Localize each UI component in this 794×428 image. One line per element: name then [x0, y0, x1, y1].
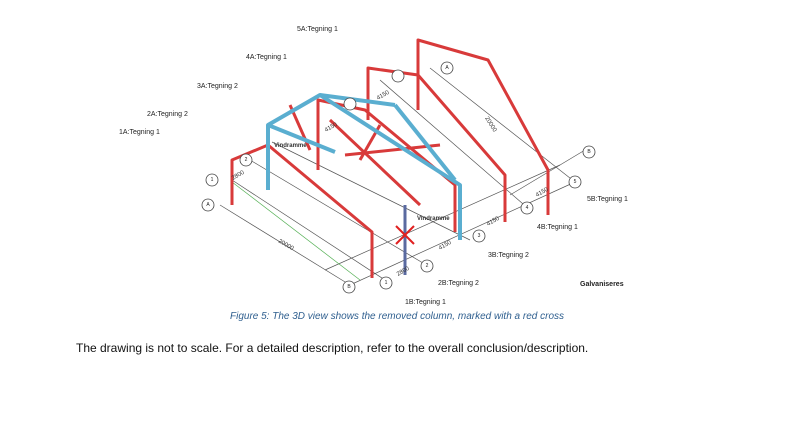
- dim-bay-3: 4150: [486, 216, 501, 228]
- bubble-2-left: 2: [245, 157, 248, 163]
- bubble-2-bottom: 2: [426, 263, 429, 269]
- label-4a: 4A:Tegning 1: [246, 54, 287, 61]
- bubble-1-bottom: 1: [385, 280, 388, 286]
- bubble-4: 4: [526, 205, 529, 211]
- dim-span-back: 20000: [483, 116, 497, 134]
- dim-top-b: 4150: [324, 122, 339, 134]
- dim-top-a: 4150: [376, 90, 391, 102]
- bubble-a-front: A: [206, 202, 210, 208]
- label-1b: 1B:Tegning 1: [405, 299, 446, 306]
- grid-lines: [219, 67, 586, 286]
- label-3b: 3B:Tegning 2: [488, 252, 529, 259]
- red-frames: [230, 38, 550, 278]
- wall-bracing-label: Vindramme: [417, 216, 450, 222]
- label-2b: 2B:Tegning 2: [438, 280, 479, 287]
- removed-column: [395, 205, 415, 275]
- label-4b: 4B:Tegning 1: [537, 224, 578, 231]
- figure-caption: Figure 5: The 3D view shows the removed …: [229, 311, 565, 322]
- label-galvaniseres: Galvaniseres: [580, 281, 624, 288]
- bubble-b-front: B: [347, 284, 351, 290]
- dim-bay-2: 4150: [438, 240, 453, 252]
- bubble-3: 3: [478, 233, 481, 239]
- scale-note: The drawing is not to scale. For a detai…: [76, 341, 589, 355]
- label-5b: 5B:Tegning 1: [587, 196, 628, 203]
- bubble-a-back: A: [445, 65, 449, 71]
- label-2a: 2A:Tegning 2: [147, 111, 188, 118]
- label-5a: 5A:Tegning 1: [297, 26, 338, 33]
- bubble-5: 5: [574, 179, 577, 185]
- label-1a: 1A:Tegning 1: [119, 129, 160, 136]
- roof-bracing-label: Vindramme: [274, 143, 307, 149]
- bubble-b-back: B: [587, 149, 591, 155]
- label-3a: 3A:Tegning 2: [197, 83, 238, 90]
- dim-bay-1: 2800: [396, 266, 411, 278]
- blue-frame: [266, 93, 462, 240]
- bubble-1-left: 1: [211, 177, 214, 183]
- grid-bubbles: [201, 61, 596, 294]
- dim-span-front: 20000: [277, 239, 295, 253]
